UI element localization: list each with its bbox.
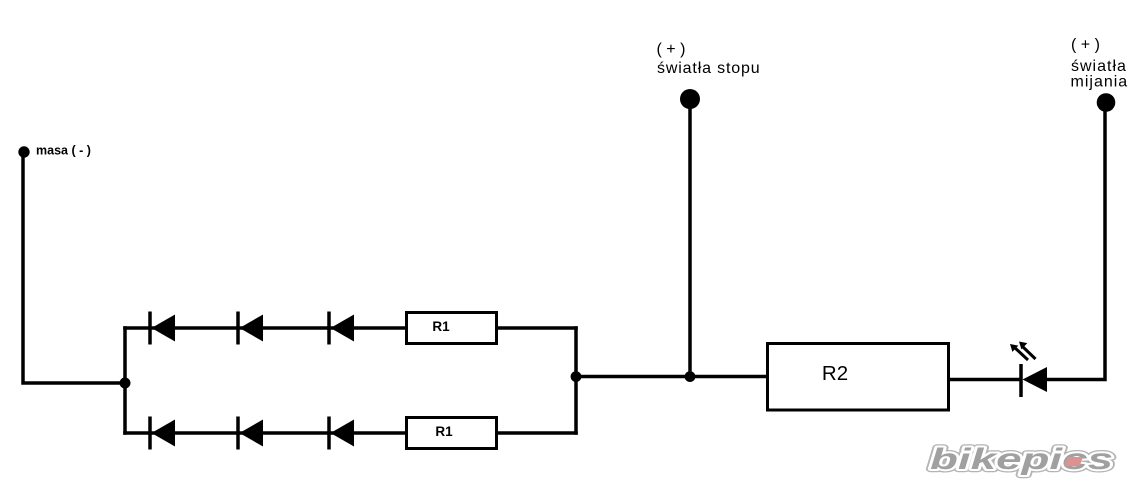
- svg-text:mijania: mijania: [1071, 74, 1129, 91]
- svg-text:bikepics: bikepics: [930, 443, 1113, 476]
- svg-text:bikepics: bikepics: [930, 443, 1113, 476]
- svg-text:R2: R2: [822, 362, 848, 385]
- svg-text:( + ): ( + ): [1071, 36, 1100, 53]
- svg-text:masa ( - ): masa ( - ): [36, 144, 91, 158]
- svg-text:( + ): ( + ): [657, 41, 686, 58]
- svg-text:światła stopu: światła stopu: [657, 60, 761, 77]
- svg-text:R1: R1: [432, 319, 450, 334]
- svg-text:światła: światła: [1071, 58, 1127, 75]
- svg-text:bikepics: bikepics: [930, 443, 1113, 476]
- svg-text:R1: R1: [435, 424, 453, 439]
